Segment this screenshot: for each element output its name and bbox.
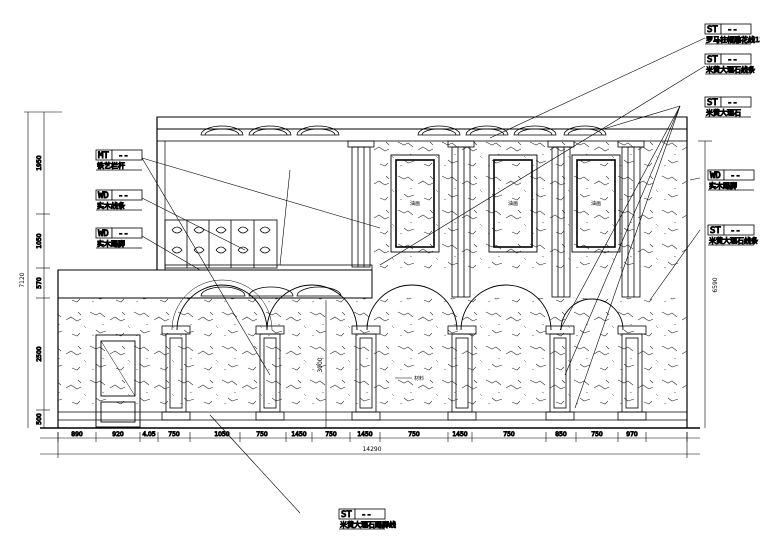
tag-suffix: -- xyxy=(730,171,741,181)
tag-suffix: -- xyxy=(361,510,372,520)
upper-columns xyxy=(347,140,645,298)
left-dimension-labels: 1950 1050 570 2500 500 xyxy=(36,155,44,426)
bottom-dim-label: 1450 xyxy=(357,431,372,438)
tag-suffix: -- xyxy=(727,98,738,108)
right-height-dimension: 6590 xyxy=(712,277,719,292)
tag-st-top-3: ST --米黄大理石 xyxy=(704,96,752,118)
tag-description: 米黄大理石线条 xyxy=(709,236,758,245)
tag-suffix: -- xyxy=(118,151,129,161)
iron-railing xyxy=(164,219,278,269)
tag-st-top-1: ST --罗马柱帽雕花线13 xyxy=(704,23,760,45)
left-dim-label: 1950 xyxy=(36,155,43,170)
bottom-dim-label: 1450 xyxy=(452,431,467,438)
bottom-dim-label: 890 xyxy=(71,431,83,438)
bottom-dim-label: 750 xyxy=(591,431,603,438)
total-dimension: 14290 xyxy=(362,446,381,453)
tag-suffix: -- xyxy=(727,55,738,65)
tag-description: 罗马柱帽雕花线13 xyxy=(706,35,760,44)
bottom-dim-label: 750 xyxy=(325,431,337,438)
bottom-dim-label: 750 xyxy=(256,431,268,438)
bottom-dim-label: 850 xyxy=(555,431,567,438)
arches xyxy=(171,279,624,331)
bottom-dim-label: 4.05 xyxy=(142,431,156,438)
leader-lines xyxy=(141,37,706,514)
tag-code: ST xyxy=(707,98,718,108)
left-total-dimension: 7120 xyxy=(19,272,26,287)
tag-code: WD xyxy=(98,229,109,239)
left-dim-label: 1050 xyxy=(36,233,43,248)
tag-st-top-2: ST --米黄大理石线条 xyxy=(704,53,756,75)
tag-suffix: -- xyxy=(118,191,129,201)
bottom-dim-label: 1450 xyxy=(291,431,306,438)
left-dim-label: 2500 xyxy=(36,346,43,361)
bottom-dim-label: 920 xyxy=(112,431,124,438)
tag-description: 实木踢脚 xyxy=(709,181,737,190)
tag-description: 实木线条 xyxy=(97,201,125,210)
painting-label-1: 油画 xyxy=(410,200,420,207)
tag-wd-2: WD --实木踢脚 xyxy=(95,227,143,249)
tag-mt: MT --铁艺栏杆 xyxy=(95,149,143,171)
tag-description: 米黄大理石踢脚线 xyxy=(340,520,396,529)
paintings xyxy=(390,154,621,253)
tag-code: ST xyxy=(707,55,718,65)
painting-label-2: 油画 xyxy=(508,200,518,207)
bottom-dim-label: 970 xyxy=(626,431,638,438)
bottom-dim-label: 750 xyxy=(168,431,180,438)
left-dim-label: 500 xyxy=(36,413,43,425)
tag-code: ST xyxy=(710,226,721,236)
bottom-dim-label: 750 xyxy=(408,431,420,438)
arch-height-dimension: 3000 xyxy=(317,357,324,372)
tag-st-right: ST --米黄大理石线条 xyxy=(707,224,759,246)
tag-description: 实木踢脚 xyxy=(97,239,125,248)
tag-code: ST xyxy=(707,25,718,35)
painting-label-3: 油画 xyxy=(591,200,601,207)
ceiling-rosettes xyxy=(200,125,607,136)
left-dimension-line xyxy=(24,111,62,428)
bottom-dimension-labels: 890 920 4.05 750 1050 750 1450 750 1450 750 1450 75… xyxy=(57,431,688,442)
bottom-dimension-line xyxy=(40,432,700,458)
tag-description: 铁艺栏杆 xyxy=(97,161,125,170)
tag-wd-right: WD --实木踢脚 xyxy=(707,169,755,191)
tag-suffix: -- xyxy=(118,229,129,239)
tag-description: 米黄大理石 xyxy=(706,108,741,117)
tag-suffix: -- xyxy=(730,226,741,236)
material-tags: ST--罗马柱帽雕花线13ST--米黄大理石线条ST--米黄大理石MT--铁艺栏… xyxy=(95,23,760,530)
tag-code: MT xyxy=(98,151,109,161)
tag-code: WD xyxy=(710,171,721,181)
tag-suffix: -- xyxy=(727,25,738,35)
tag-description: 米黄大理石线条 xyxy=(706,65,755,74)
tag-code: WD xyxy=(98,191,109,201)
floor-note: 材料 xyxy=(414,375,424,382)
bottom-dim-label: 1050 xyxy=(214,431,229,438)
left-dim-label: 570 xyxy=(36,277,43,289)
lower-rosettes xyxy=(200,286,342,297)
tag-wd-1: WD --实木线条 xyxy=(95,189,143,211)
bottom-dim-label: 750 xyxy=(503,431,515,438)
tag-st-bottom: ST --米黄大理石踢脚线 xyxy=(338,508,397,530)
tag-code: ST xyxy=(341,510,352,520)
